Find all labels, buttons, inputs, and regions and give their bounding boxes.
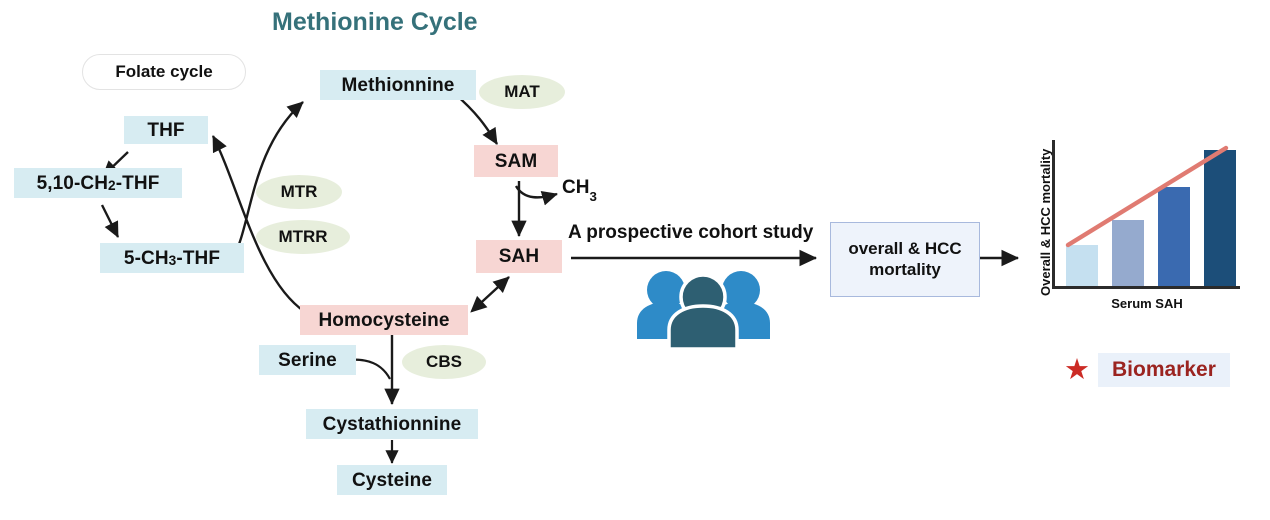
chart-bar-3 [1158, 187, 1190, 286]
chart-y-axis-label: Overall & HCC mortality [1038, 148, 1053, 296]
enzyme-mat: MAT [479, 75, 565, 109]
node-sah: SAH [476, 240, 562, 273]
node-510-ch2-thf-pre: 5,10-CH [36, 172, 109, 194]
node-cystathionine: Cystathionnine [306, 409, 478, 439]
chart-plot-area [1058, 140, 1240, 286]
label-ch3-pre: CH [562, 177, 590, 198]
label-ch3-sub: 3 [589, 188, 597, 204]
node-thf: THF [124, 116, 208, 144]
biomarker-badge: Biomarker [1098, 353, 1230, 387]
node-sam: SAM [474, 145, 558, 177]
outcome-line-1: overall & HCC [848, 239, 962, 259]
label-ch3: CH3 [562, 177, 597, 204]
star-icon: ★ [1064, 354, 1090, 386]
bar-chart: Overall & HCC mortality Serum SAH [1022, 138, 1242, 338]
enzyme-mtr: MTR [256, 175, 342, 209]
enzyme-mtrr: MTRR [256, 220, 350, 254]
figure-title: Methionine Cycle [272, 8, 478, 36]
node-510-ch2-thf-sub: 2 [108, 178, 116, 194]
folate-cycle-pill: Folate cycle [82, 54, 246, 90]
node-methionine: Methionnine [320, 70, 476, 100]
people-icon [637, 271, 770, 351]
chart-x-axis-label: Serum SAH [1111, 296, 1183, 311]
node-homocysteine: Homocysteine [300, 305, 468, 335]
chart-y-axis [1052, 140, 1055, 288]
chart-bar-1 [1066, 245, 1098, 286]
outcome-line-2: mortality [869, 259, 941, 279]
chart-trendline [1065, 145, 1229, 248]
label-cohort-study: A prospective cohort study [568, 222, 814, 243]
outcome-box: overall & HCC mortality [830, 222, 980, 297]
enzyme-cbs: CBS [402, 345, 486, 379]
node-5-ch3-thf-sub: 3 [168, 253, 177, 269]
chart-x-axis [1052, 286, 1240, 289]
node-5-ch3-thf-post: -THF [176, 247, 221, 269]
node-5-ch3-thf-pre: 5-CH [123, 247, 169, 269]
node-cysteine: Cysteine [337, 465, 447, 495]
node-serine: Serine [259, 345, 356, 375]
chart-bar-2 [1112, 220, 1144, 286]
node-510-ch2-thf-post: -THF [115, 172, 160, 194]
chart-bar-4 [1204, 150, 1236, 286]
